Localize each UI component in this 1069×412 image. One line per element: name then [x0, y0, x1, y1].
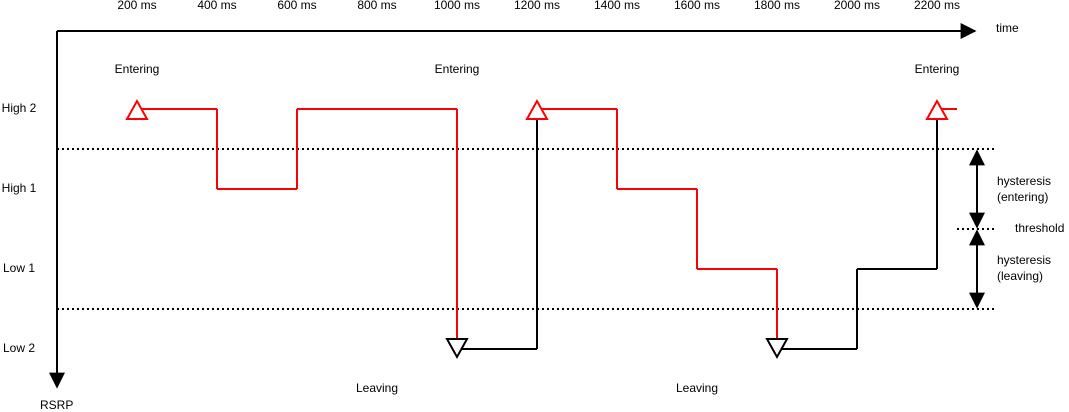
time-tick-label: 400 ms: [197, 0, 236, 12]
entering-marker-icon: [925, 98, 949, 120]
time-tick-label: 200 ms: [117, 0, 156, 12]
entering-marker-icon: [125, 98, 149, 120]
threshold-label: threshold: [1015, 221, 1064, 235]
event-markers: [125, 98, 949, 360]
hysteresis-entering-label: (entering): [997, 190, 1048, 204]
leaving-marker-icon: [445, 338, 469, 360]
time-tick-label: 800 ms: [357, 0, 396, 12]
rsrp-trace: [137, 108, 957, 350]
time-tick-label: 1600 ms: [674, 0, 720, 12]
time-tick-label: 2000 ms: [834, 0, 880, 12]
rsrp-axis-label: RSRP: [40, 398, 73, 412]
entering-marker-icon: [525, 98, 549, 120]
level-label-low-1: Low 1: [3, 261, 35, 275]
time-tick-label: 2200 ms: [914, 0, 960, 12]
level-label-high-2: High 2: [2, 101, 37, 115]
time-tick-labels: 200 ms 400 ms 600 ms 800 ms 1000 ms 1200…: [117, 0, 960, 12]
time-tick-label: 1200 ms: [514, 0, 560, 12]
hysteresis-leaving-label: hysteresis: [997, 253, 1051, 267]
time-tick-label: 600 ms: [277, 0, 316, 12]
event-label-entering: Entering: [435, 62, 480, 76]
hysteresis-leaving-label: (leaving): [997, 269, 1043, 283]
leaving-marker-icon: [765, 338, 789, 360]
event-label-leaving: Leaving: [676, 381, 718, 395]
time-axis-label: time: [996, 21, 1019, 35]
time-tick-label: 1000 ms: [434, 0, 480, 12]
hysteresis-entering-label: hysteresis: [997, 174, 1051, 188]
time-tick-label: 1800 ms: [754, 0, 800, 12]
event-label-entering: Entering: [915, 62, 960, 76]
time-tick-label: 1400 ms: [594, 0, 640, 12]
event-labels: Entering Leaving Entering Leaving Enteri…: [115, 62, 960, 395]
event-label-leaving: Leaving: [356, 381, 398, 395]
level-label-low-2: Low 2: [3, 341, 35, 355]
level-labels: High 2 High 1 Low 1 Low 2: [2, 101, 37, 355]
event-label-entering: Entering: [115, 62, 160, 76]
level-label-high-1: High 1: [2, 181, 37, 195]
